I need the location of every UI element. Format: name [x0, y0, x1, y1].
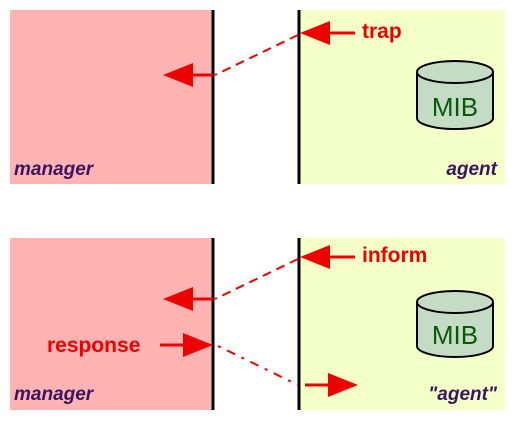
trap-label: trap [362, 20, 402, 43]
top-panel: trap MIB manager agent [10, 10, 505, 184]
inform-label: inform [362, 244, 427, 267]
bottom-manager-label: manager [14, 384, 95, 405]
bottom-mib-label: MIB [432, 320, 478, 350]
top-manager-box [10, 10, 213, 184]
bottom-mib-database-icon: MIB [416, 290, 494, 358]
top-mib-label: MIB [432, 92, 478, 122]
response-label: response [47, 334, 140, 357]
bottom-agent-label: "agent" [428, 384, 498, 405]
top-agent-label: agent [446, 159, 497, 180]
bottom-manager-box [10, 238, 213, 410]
inform-message-dashed [214, 258, 299, 300]
bottom-panel: inform response MIB manager "agent" [10, 238, 505, 410]
top-mib-database-icon: MIB [416, 60, 494, 130]
trap-message-dashed [214, 34, 299, 76]
top-manager-label: manager [14, 159, 95, 180]
response-message-dashed [217, 345, 299, 386]
